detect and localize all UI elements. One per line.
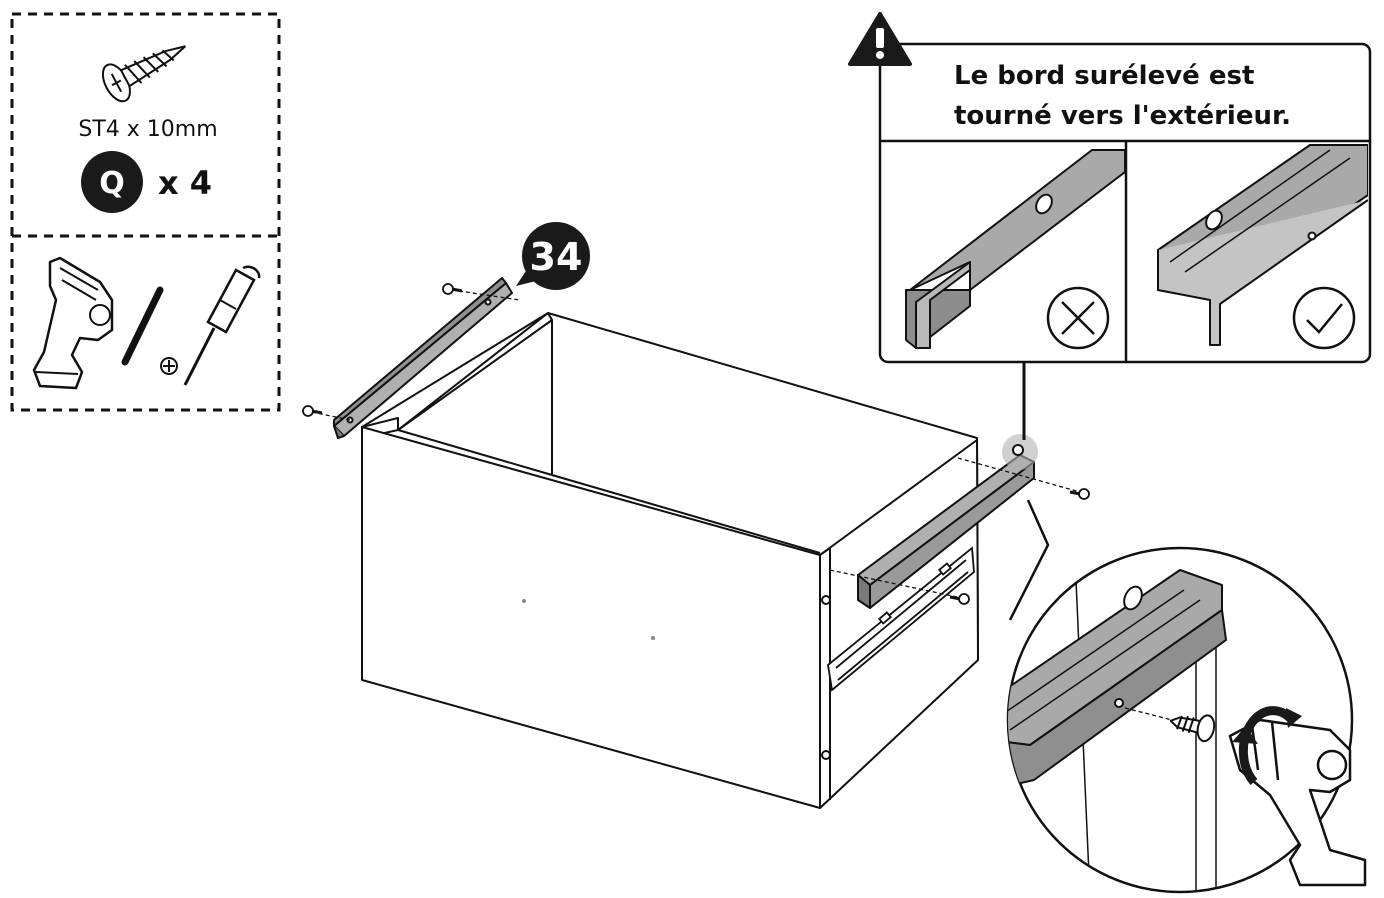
screw-icon [101,45,186,103]
drawer-slide [827,546,975,692]
zoom-detail [1006,499,1367,894]
drill-bit-icon [121,286,164,366]
part-letter: Q [99,166,125,201]
circle-x-icon [1046,286,1110,350]
right-rail-screws [829,457,1090,605]
screwdriver-icon [183,265,261,386]
warning-text-line1: Le bord surélevé est [954,61,1254,91]
step-badge [516,222,590,290]
step-number: 34 [530,235,583,279]
drill-icon [32,256,114,390]
part-letter-badge [81,151,143,213]
parts-box: ST4 x 10mm Q x 4 [10,12,281,412]
right-rail [857,434,1038,609]
wrong-orientation-panel [905,149,1125,350]
phillips-symbol-icon [160,357,178,375]
rotation-arrow-icon [1232,706,1302,785]
warning-text-line2: tourné vers l'extérieur. [954,101,1291,131]
left-rail [333,277,513,439]
drill-icon-zoom [1228,718,1367,887]
left-rail-screws [302,283,521,421]
quantity-label: x 4 [158,164,212,202]
circle-check-icon [1292,286,1356,350]
screw-spec-label: ST4 x 10mm [78,117,217,142]
warning-triangle-icon [848,12,912,66]
right-orientation-panel [1157,144,1368,350]
